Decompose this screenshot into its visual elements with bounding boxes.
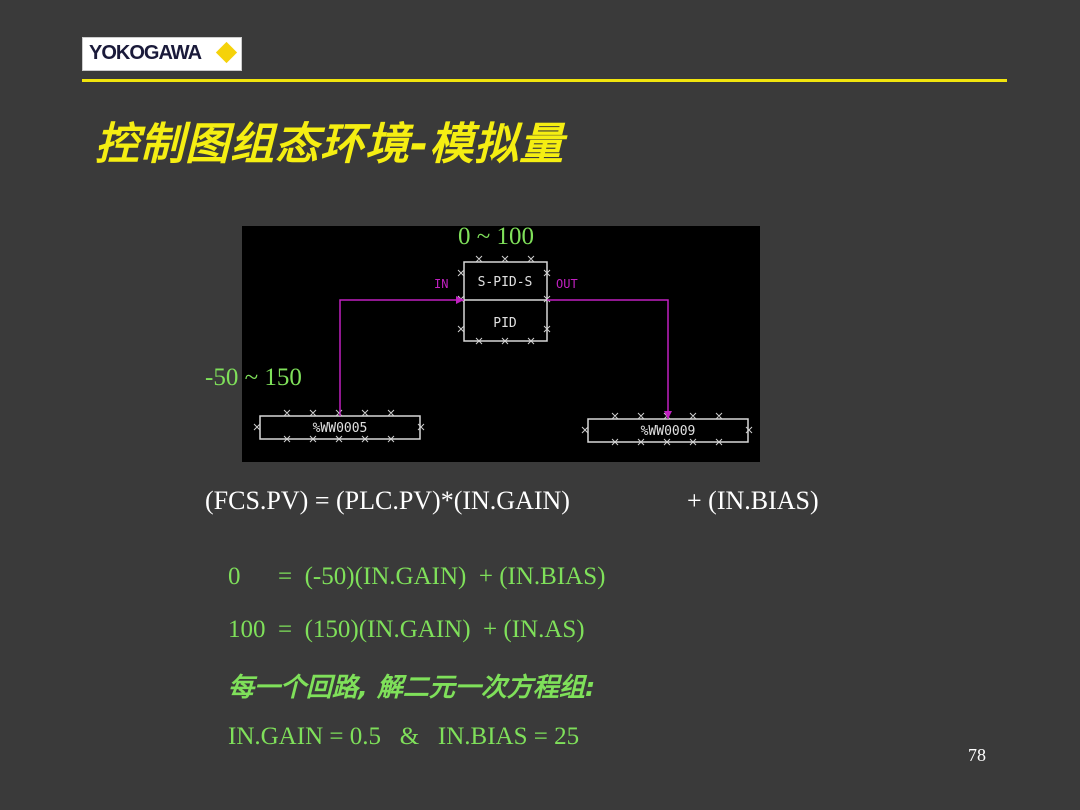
formula-main: (FCS.PV) = (PLC.PV)*(IN.GAIN) bbox=[205, 486, 570, 515]
right-tag-label: %WW0009 bbox=[641, 424, 696, 439]
left-tag-marks bbox=[253, 409, 425, 443]
logo-text: YOKOGAWA bbox=[89, 42, 202, 64]
diagram-canvas: S-PID-S PID IN OUT %WW0005 %WW0009 bbox=[253, 255, 753, 446]
slide-title: 控制图组态环境-模拟量 bbox=[95, 119, 565, 170]
control-diagram: S-PID-S PID IN OUT %WW0005 %WW0009 bbox=[242, 226, 760, 462]
input-range-label: -50 ~ 150 bbox=[205, 364, 302, 391]
formula-bias: + (IN.BIAS) bbox=[687, 486, 819, 515]
pid-connection-marks bbox=[457, 255, 551, 345]
input-arrow bbox=[456, 296, 464, 304]
out-label: OUT bbox=[556, 277, 578, 291]
output-range-label: 0 ~ 100 bbox=[458, 223, 535, 250]
left-tag-label: %WW0005 bbox=[313, 421, 368, 436]
yokogawa-logo: YOKOGAWA bbox=[82, 37, 242, 71]
page-number: 78 bbox=[968, 745, 986, 765]
in-label: IN bbox=[434, 277, 448, 291]
header-rule bbox=[82, 79, 1007, 82]
diamond-icon bbox=[215, 41, 238, 64]
pid-block-type: PID bbox=[493, 316, 517, 331]
output-arrow bbox=[664, 411, 672, 419]
input-wire bbox=[339, 299, 464, 416]
equation-note: 每一个回路, 解二元一次方程组: bbox=[228, 673, 596, 703]
pid-block-name: S-PID-S bbox=[478, 275, 533, 290]
output-wire bbox=[547, 299, 669, 419]
equation-line-2: 100 = (150)(IN.GAIN) + (IN.AS) bbox=[228, 616, 585, 643]
equation-line-1: 0 = (-50)(IN.GAIN) + (IN.BIAS) bbox=[228, 563, 606, 590]
equation-result: IN.GAIN = 0.5 & IN.BIAS = 25 bbox=[228, 723, 580, 750]
